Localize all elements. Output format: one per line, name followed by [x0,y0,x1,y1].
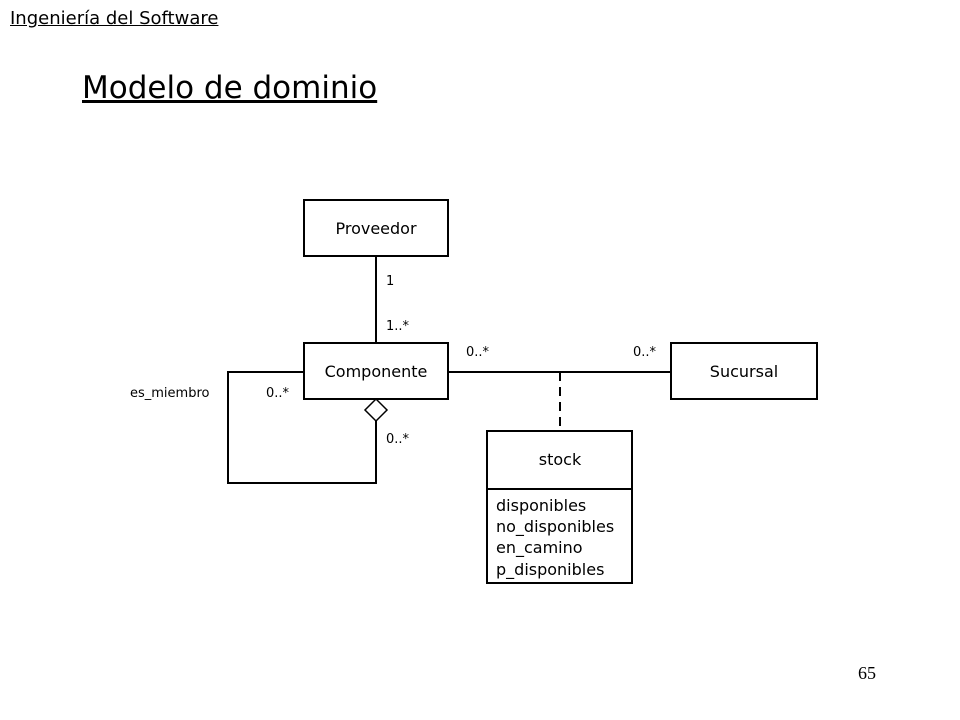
assoc-self-aggregation [227,371,377,484]
stock-attribute: p_disponibles [496,560,604,580]
class-sucursal-label: Sucursal [710,362,778,381]
multiplicity-self-member-end: 0..* [266,386,290,401]
page-number: 65 [858,663,876,683]
stock-attribute: no_disponibles [496,517,614,537]
class-stock-label: stock [539,450,582,469]
role-es-miembro: es_miembro [130,386,210,401]
class-proveedor[interactable]: Proveedor [303,199,449,257]
class-componente-label: Componente [325,362,428,381]
multiplicity-componente-sucursal-end: 0..* [466,345,490,360]
stock-attribute: en_camino [496,538,583,558]
aggregation-diamond [363,397,389,423]
course-header: Ingeniería del Software [10,8,219,29]
class-sucursal[interactable]: Sucursal [670,342,818,400]
stock-attribute: disponibles [496,496,586,515]
slide-title: Modelo de dominio [82,70,378,106]
class-componente[interactable]: Componente [303,342,449,400]
multiplicity-proveedor-end: 1 [386,274,394,289]
multiplicity-self-aggregate-end: 0..* [386,432,410,447]
multiplicity-componente-proveedor-end: 1..* [386,319,410,334]
class-stock[interactable]: stock disponibles no_disponibles en_cami… [486,430,633,584]
multiplicity-sucursal-end: 0..* [633,345,657,360]
class-proveedor-label: Proveedor [335,219,416,238]
